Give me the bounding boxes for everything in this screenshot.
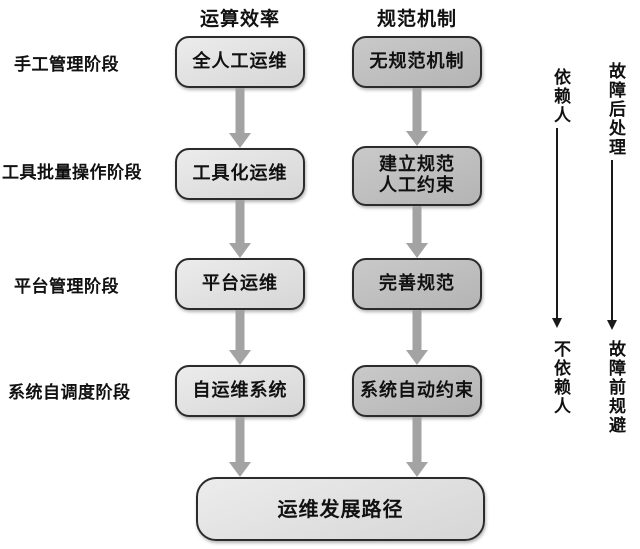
arrow-right-to-outcome [403, 417, 431, 477]
node-left-platform-ops-label: 平台运维 [202, 272, 278, 294]
node-right-auto-constraint[interactable]: 系统自动约束 [352, 365, 482, 417]
arrow-left-1 [226, 88, 254, 148]
column-header-standard: 规范机制 [376, 8, 457, 30]
axis-fault-top-label: 故障后处理 [605, 62, 625, 157]
node-outcome-ops-path-label: 运维发展路径 [277, 496, 404, 521]
node-left-platform-ops[interactable]: 平台运维 [175, 258, 305, 310]
node-left-manual-ops-label: 全人工运维 [192, 50, 288, 72]
arrow-left-2 [226, 200, 254, 258]
column-header-efficiency: 运算效率 [199, 8, 280, 30]
node-right-establish-standard[interactable]: 建立规范 人工约束 [352, 146, 482, 206]
axis-people-bottom-label: 不依赖人 [550, 340, 570, 416]
arrow-left-3 [226, 310, 254, 365]
node-left-self-ops-system[interactable]: 自运维系统 [175, 365, 305, 417]
node-left-tool-ops[interactable]: 工具化运维 [175, 148, 305, 200]
node-right-no-standard[interactable]: 无规范机制 [352, 36, 482, 88]
node-left-self-ops-system-label: 自运维系统 [192, 379, 288, 401]
axis-people-dependence-arrow [545, 128, 569, 328]
arrow-right-3 [403, 310, 431, 365]
axis-fault-handling-arrow [600, 160, 624, 330]
arrow-left-to-outcome [226, 417, 254, 477]
axis-fault-bottom-label: 故障前规避 [605, 340, 625, 435]
stage-label-self-scheduling: 系统自调度阶段 [8, 383, 131, 403]
node-left-manual-ops[interactable]: 全人工运维 [175, 36, 305, 88]
node-left-tool-ops-label: 工具化运维 [192, 162, 288, 184]
node-right-establish-standard-label: 建立规范 人工约束 [379, 154, 455, 196]
node-right-no-standard-label: 无规范机制 [369, 50, 465, 72]
node-right-auto-constraint-label: 系统自动约束 [360, 379, 474, 401]
node-right-improve-standard[interactable]: 完善规范 [352, 258, 482, 310]
axis-people-top-label: 依赖人 [550, 68, 570, 125]
node-right-improve-standard-label: 完善规范 [379, 272, 455, 294]
arrow-right-1 [403, 88, 431, 146]
stage-label-platform: 平台管理阶段 [14, 277, 119, 297]
node-outcome-ops-path[interactable]: 运维发展路径 [196, 477, 485, 541]
stage-label-manual: 手工管理阶段 [14, 55, 119, 75]
arrow-right-2 [403, 206, 431, 258]
stage-label-tooling: 工具批量操作阶段 [2, 163, 142, 183]
